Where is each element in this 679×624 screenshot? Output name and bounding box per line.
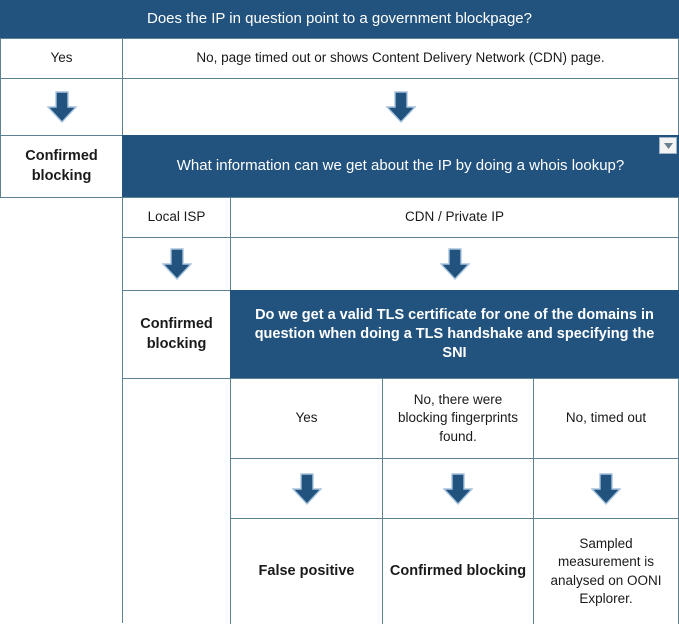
answer-timed-out: No, timed out — [533, 378, 679, 459]
down-arrow-icon — [291, 472, 322, 506]
spacer-column-second — [122, 378, 231, 623]
down-arrow-icon — [385, 90, 416, 124]
arrow-cell-level2-left — [122, 237, 231, 291]
answer-yes-level3: Yes — [230, 378, 383, 459]
arrow-cell-level3-3 — [533, 458, 679, 519]
down-arrow-icon — [439, 247, 470, 281]
answer-blocking-fingerprints: No, there were blocking fingerprints fou… — [382, 378, 534, 459]
header-question: Does the IP in question point to a gover… — [0, 0, 679, 39]
down-arrow-icon — [443, 472, 473, 506]
arrow-cell-level3-1 — [230, 458, 383, 519]
outcome-sampled-measurement: Sampled measurement is analysed on OONI … — [533, 518, 679, 624]
arrow-cell-level1-right — [122, 78, 679, 136]
down-arrow-icon — [161, 247, 192, 281]
answer-no-level1: No, page timed out or shows Content Deli… — [122, 38, 679, 79]
answer-yes-level1: Yes — [0, 38, 123, 79]
outcome-confirmed-blocking-level1: Confirmed blocking — [0, 135, 123, 198]
down-arrow-icon — [591, 472, 621, 506]
arrow-cell-level3-2 — [382, 458, 534, 519]
arrow-cell-level1-left — [0, 78, 123, 136]
question-tls-certificate: Do we get a valid TLS certificate for on… — [230, 290, 679, 379]
question-whois-lookup: What information can we get about the IP… — [122, 135, 679, 198]
spacer-column-left — [0, 197, 123, 623]
arrow-cell-level2-right — [230, 237, 679, 291]
answer-cdn-private-ip: CDN / Private IP — [230, 197, 679, 238]
down-arrow-icon — [46, 90, 77, 124]
outcome-confirmed-blocking-level3: Confirmed blocking — [382, 518, 534, 624]
answer-local-isp: Local ISP — [122, 197, 231, 238]
chevron-down-icon[interactable] — [659, 137, 677, 154]
outcome-false-positive: False positive — [230, 518, 383, 624]
outcome-confirmed-blocking-level2: Confirmed blocking — [122, 290, 231, 379]
